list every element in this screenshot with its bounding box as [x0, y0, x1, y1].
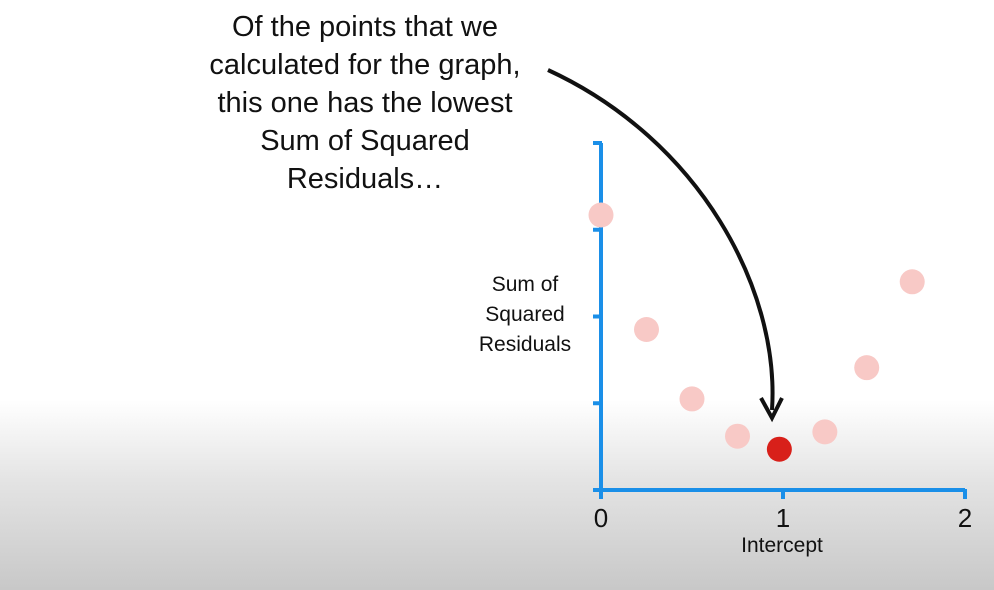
lowest-ssr-point	[766, 436, 792, 462]
annotation-line-5: Residuals…	[286, 163, 444, 195]
y-axis-label-line-2: Squared	[485, 303, 564, 326]
annotation-arrowhead	[759, 397, 784, 423]
data-point-5	[812, 419, 838, 445]
annotation-arrow	[547, 68, 775, 411]
axes: 0 1 2	[593, 141, 972, 533]
data-point-1	[634, 317, 659, 343]
data-points	[588, 202, 925, 462]
data-point-6	[854, 355, 880, 381]
data-point-7	[899, 269, 925, 295]
y-axis-label-line-3: Residuals	[479, 333, 571, 356]
annotation-line-2: calculated for the graph,	[209, 49, 521, 81]
y-axis-label-line-1: Sum of	[492, 273, 559, 296]
annotation-line-1: Of the points that we	[232, 11, 498, 43]
x-tick-label-2: 2	[958, 503, 972, 533]
annotation-line-4: Sum of Squared	[260, 125, 470, 157]
data-point-0	[588, 202, 614, 228]
data-point-3	[725, 423, 750, 449]
annotation-line-3: this one has the lowest	[217, 87, 513, 119]
x-tick-label-1: 1	[776, 503, 790, 533]
x-tick-label-0: 0	[594, 503, 608, 533]
x-axis-label: Intercept	[741, 534, 823, 557]
data-point-2	[679, 386, 705, 412]
annotation-text: Of the points that we calculated for the…	[180, 8, 550, 198]
